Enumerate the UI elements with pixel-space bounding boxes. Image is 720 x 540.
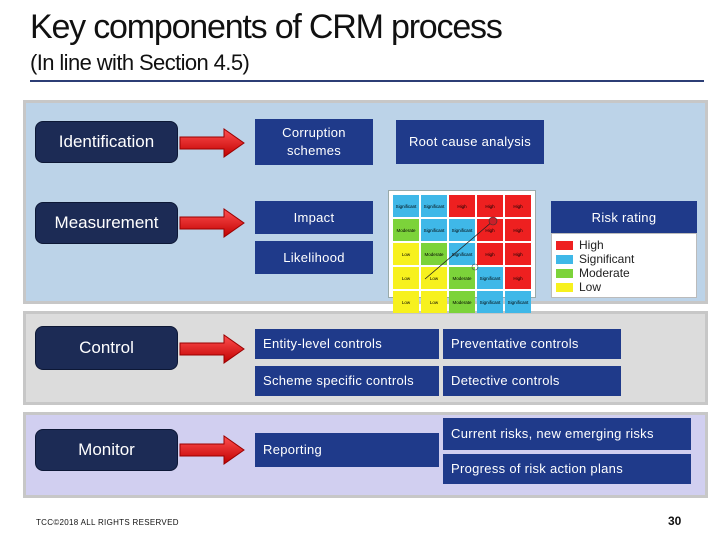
legend-label: Low xyxy=(579,280,602,294)
risk-matrix-cell: High xyxy=(477,195,503,217)
detective-controls-box: Detective controls xyxy=(443,366,621,396)
current-risks-box: Current risks, new emerging risks xyxy=(443,418,691,450)
risk-matrix-cell: High xyxy=(505,267,531,289)
title-divider xyxy=(30,80,704,82)
risk-matrix-cell: High xyxy=(505,219,531,241)
likelihood-box: Likelihood xyxy=(255,241,373,274)
slide-title: Key components of CRM process xyxy=(30,8,503,46)
risk-matrix-cell: Moderate xyxy=(393,219,419,241)
risk-matrix-cell: Significant xyxy=(505,291,531,313)
risk-matrix-cell: High xyxy=(449,195,475,217)
stage-monitor: Monitor xyxy=(35,429,178,471)
risk-rating-box: Risk rating xyxy=(551,201,697,234)
slide-subtitle: (In line with Section 4.5) xyxy=(30,50,250,75)
risk-matrix-cell: Significant xyxy=(477,267,503,289)
corruption-schemes-box: Corruption schemes xyxy=(255,119,373,165)
legend-label: Significant xyxy=(579,252,635,266)
arrow-right-icon xyxy=(179,208,245,238)
arrow-right-icon xyxy=(179,435,245,465)
stage-identification: Identification xyxy=(35,121,178,163)
arrow-right-icon xyxy=(179,128,245,158)
legend-swatch xyxy=(556,282,573,292)
risk-matrix-cell: High xyxy=(477,219,503,241)
legend-label: Moderate xyxy=(579,266,630,280)
risk-matrix-cell: Low xyxy=(393,243,419,265)
arrow-right-icon xyxy=(179,334,245,364)
risk-matrix-cell: Low xyxy=(421,267,447,289)
legend-item: High xyxy=(556,238,692,252)
scheme-specific-controls-box: Scheme specific controls xyxy=(255,366,439,396)
stage-measurement: Measurement xyxy=(35,202,178,244)
risk-matrix-cell: Moderate xyxy=(449,291,475,313)
stage-control: Control xyxy=(35,326,178,370)
reporting-box: Reporting xyxy=(255,433,439,467)
risk-matrix-cell: Significant xyxy=(421,219,447,241)
legend-swatch xyxy=(556,254,573,264)
risk-matrix-cell: Significant xyxy=(421,195,447,217)
risk-matrix-cell: Moderate xyxy=(449,267,475,289)
legend-swatch xyxy=(556,268,573,278)
legend-item: Moderate xyxy=(556,266,692,280)
legend-item: Low xyxy=(556,280,692,294)
legend-label: High xyxy=(579,238,604,252)
root-cause-analysis-box: Root cause analysis xyxy=(396,120,544,164)
risk-matrix-cell: Significant xyxy=(393,195,419,217)
risk-matrix-cell: Significant xyxy=(477,291,503,313)
page-number: 30 xyxy=(668,514,682,528)
legend-swatch xyxy=(556,240,573,250)
risk-matrix-cell: Significant xyxy=(449,243,475,265)
risk-matrix-cell: High xyxy=(505,243,531,265)
entity-level-controls-box: Entity-level controls xyxy=(255,329,439,359)
impact-box: Impact xyxy=(255,201,373,234)
preventative-controls-box: Preventative controls xyxy=(443,329,621,359)
risk-matrix-cell: Low xyxy=(393,267,419,289)
copyright-footer: TCC©2018 ALL RIGHTS RESERVED xyxy=(36,518,179,527)
risk-action-plans-box: Progress of risk action plans xyxy=(443,454,691,484)
risk-matrix-cell: High xyxy=(477,243,503,265)
risk-matrix-cell: Significant xyxy=(449,219,475,241)
risk-matrix-cell: Low xyxy=(421,291,447,313)
legend-item: Significant xyxy=(556,252,692,266)
risk-matrix-cell: Moderate xyxy=(421,243,447,265)
risk-matrix-cell: Low xyxy=(393,291,419,313)
risk-matrix-cell: High xyxy=(505,195,531,217)
